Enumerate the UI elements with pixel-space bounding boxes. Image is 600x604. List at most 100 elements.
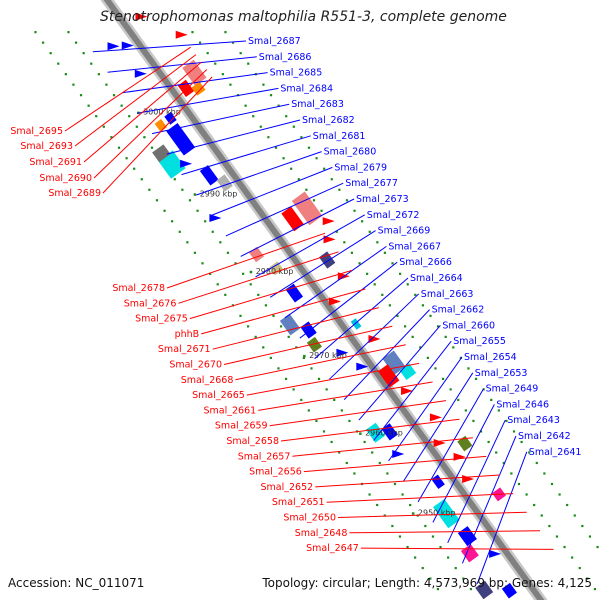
leader-line (269, 230, 376, 298)
leader-line (83, 61, 202, 163)
leader-line (349, 530, 541, 534)
track-guide-dot (231, 41, 235, 44)
track-guide-dot (338, 451, 341, 454)
leader-line (258, 381, 433, 411)
leader-line (432, 404, 495, 523)
track-guide-dot (148, 188, 151, 191)
forward-gene-label: Smal_2695 (10, 126, 63, 137)
track-guide-dot (242, 272, 245, 275)
track-guide-dot (398, 535, 402, 538)
track-guide-dot (249, 283, 252, 286)
reverse-gene-label: Smal_2681 (313, 131, 366, 142)
gene-feature (152, 144, 171, 163)
gene-feature (306, 336, 322, 353)
track-guide-dot (543, 472, 546, 475)
leader-line (122, 72, 268, 94)
track-guide-dot (295, 346, 298, 349)
reverse-gene-label: Smal_2666 (399, 257, 452, 268)
track-guide-dot (272, 314, 275, 317)
track-guide-dot (396, 314, 399, 317)
track-guide-dot (102, 125, 105, 128)
leader-line (315, 474, 500, 488)
leader-line (178, 251, 339, 304)
scale-tick (249, 270, 253, 274)
gene-feature (501, 582, 517, 599)
forward-gene-label: Smal_2689 (48, 188, 101, 199)
track-guide-dot (322, 430, 326, 433)
leader-line (137, 87, 279, 114)
track-guide-dot (307, 146, 311, 149)
gene-feature (291, 191, 323, 226)
track-guide-dot (297, 178, 300, 181)
track-guide-dot (244, 104, 247, 107)
reverse-gene-label: Smal_2662 (432, 305, 485, 316)
track-guide-dot (57, 62, 60, 65)
forward-gene-label: Smal_2659 (215, 421, 268, 432)
track-guide-dot (226, 251, 230, 254)
gene-feature (365, 422, 386, 443)
reverse-gene-label: Smal_2669 (378, 226, 431, 237)
track-guide-dot (310, 367, 313, 370)
gene-feature (191, 81, 206, 96)
track-guide-dot (211, 230, 214, 233)
track-guide-dot (419, 346, 422, 349)
scale-tick (411, 512, 415, 515)
track-guide-dot (495, 451, 498, 454)
track-guide-dot (348, 419, 351, 423)
track-guide-dot (474, 377, 478, 381)
track-guide-dot (155, 199, 159, 202)
reverse-gene-label: Smal_2677 (345, 178, 398, 189)
map-title: Stenotrophomonas maltophilia R551-3, com… (100, 9, 507, 25)
track-guide-dot (264, 304, 267, 307)
scale-tick (193, 193, 197, 196)
track-guide-dot (593, 587, 597, 591)
track-guide-dot (64, 73, 67, 76)
track-guide-dot (90, 62, 93, 65)
forward-gene-label: Smal_2676 (124, 298, 177, 309)
leader-line (246, 362, 420, 396)
track-guide-dot (209, 272, 212, 275)
track-guide-dot (363, 440, 366, 444)
track-guide-dot (378, 461, 381, 465)
track-guide-dot (173, 178, 176, 181)
forward-gene-label: Smal_2693 (20, 141, 73, 152)
track-guide-dot (343, 241, 346, 244)
track-guide-dot (239, 52, 242, 55)
scale-label: 2990 kbp (200, 189, 238, 198)
track-guide-dot (191, 31, 194, 34)
gene-arrow (322, 217, 335, 226)
leader-line (201, 288, 366, 335)
gene-arrow (175, 30, 188, 39)
leader-line (299, 261, 398, 339)
track-guide-dot (262, 83, 265, 86)
forward-gene-label: Smal_2648 (295, 528, 348, 539)
track-guide-dot (330, 440, 333, 444)
gene-arrow (180, 159, 193, 168)
reverse-gene-label: Smal_2649 (486, 384, 539, 395)
track-guide-dot (150, 146, 154, 149)
track-guide-dot (376, 503, 379, 507)
track-guide-dot (257, 293, 260, 296)
track-guide-dot (340, 409, 343, 412)
track-guide-dot (361, 220, 364, 223)
scale-tick (303, 354, 306, 358)
leader-line (181, 135, 311, 176)
track-guide-dot (535, 461, 538, 465)
track-guide-dot (269, 356, 272, 359)
reverse-gene-label: Smal_2673 (356, 194, 409, 205)
track-guide-dot (517, 482, 521, 486)
track-guide-dot (548, 524, 551, 528)
topology-text: Topology: circular; Length: 4,573,969 bp… (262, 576, 592, 590)
track-guide-dot (497, 409, 500, 412)
gene-feature (164, 111, 177, 125)
track-guide-dot (117, 146, 121, 149)
track-guide-dot (345, 461, 348, 465)
scale-tick (359, 432, 362, 435)
forward-gene-label: Smal_2678 (112, 283, 165, 294)
track-guide-dot (284, 377, 288, 381)
track-guide-dot (246, 325, 250, 328)
track-guide-dot (133, 167, 136, 170)
forward-gene-label: Smal_2647 (306, 543, 359, 554)
track-guide-dot (431, 535, 435, 538)
